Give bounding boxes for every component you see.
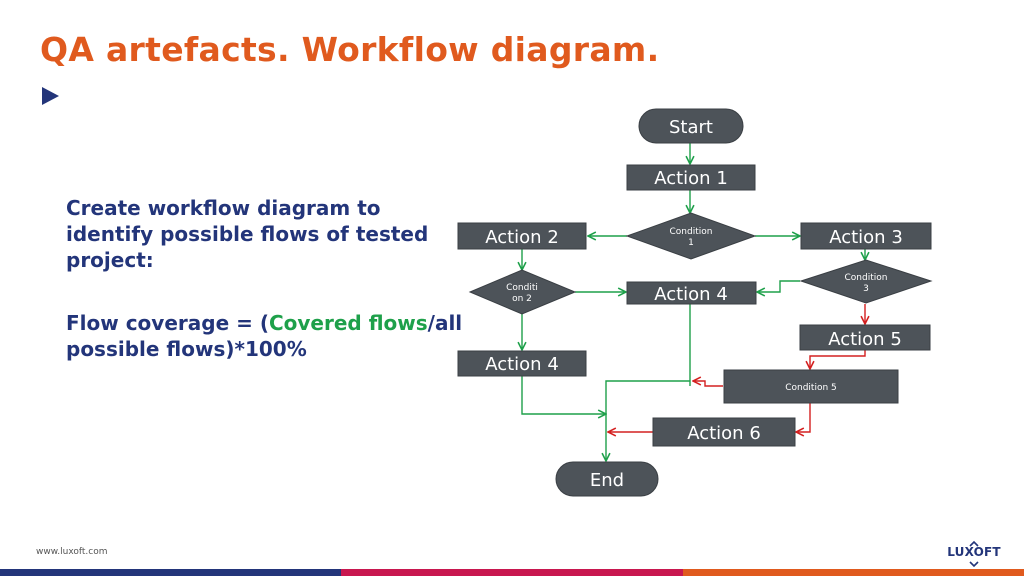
slide-title: QA artefacts. Workflow diagram.: [40, 30, 660, 69]
node-action2: Action 2: [457, 222, 587, 250]
node-action4-middle: Action 4: [626, 281, 757, 305]
coverage-formula: Flow coverage = (Covered flows/all possi…: [66, 310, 466, 362]
svg-text:Condition: Condition: [845, 273, 888, 283]
node-action3: Action 3: [800, 222, 932, 250]
svg-text:Start: Start: [669, 117, 713, 138]
footer-url: www.luxoft.com: [36, 547, 108, 557]
bottom-bar-orange: [682, 569, 1024, 576]
node-action4-left: Action 4: [457, 350, 587, 377]
bottom-color-bar: [0, 569, 1024, 576]
formula-part-3: /all possible flows)*100%: [66, 311, 463, 361]
arrow-action4-left-merge: [521, 376, 606, 414]
formula-part-1: Flow coverage = (: [66, 311, 269, 335]
bottom-bar-blue: [0, 569, 342, 576]
arrow-condition5-action6: [796, 403, 811, 432]
node-end: End: [555, 461, 659, 497]
node-condition3: Condition 3: [799, 259, 933, 304]
svg-text:on 2: on 2: [512, 294, 532, 304]
logo-chevrons-icon: [969, 540, 979, 568]
arrow-merge-end: [606, 380, 690, 461]
red-connectors: [608, 304, 865, 432]
svg-text:Condition 5: Condition 5: [785, 383, 837, 393]
svg-text:3: 3: [863, 284, 869, 294]
bottom-bar-magenta: [341, 569, 683, 576]
svg-text:Action 4: Action 4: [485, 354, 559, 375]
node-condition1: Condition 1: [625, 212, 757, 260]
node-action1: Action 1: [626, 164, 756, 191]
arrow-condition5-merge: [693, 381, 723, 387]
svg-text:End: End: [590, 470, 624, 491]
svg-text:Action 4: Action 4: [654, 284, 728, 305]
arrow-condition3-action4: [757, 280, 800, 292]
svg-text:Action 2: Action 2: [485, 227, 559, 248]
node-action5: Action 5: [799, 324, 931, 351]
svg-text:1: 1: [688, 238, 694, 248]
description-text: Create workflow diagram to identify poss…: [66, 196, 429, 272]
green-connectors: [522, 143, 865, 461]
node-action6: Action 6: [652, 417, 796, 447]
arrow-action5-condition5: [810, 350, 866, 369]
svg-text:Action 3: Action 3: [829, 227, 903, 248]
luxoft-logo: LUXOFT: [944, 540, 1004, 568]
svg-text:Action 1: Action 1: [654, 168, 728, 189]
svg-text:Action 5: Action 5: [828, 329, 902, 350]
svg-text:Condition: Condition: [670, 227, 713, 237]
logo-text: LUXOFT: [947, 545, 1001, 559]
formula-covered-flows: Covered flows: [268, 311, 428, 335]
node-condition5: Condition 5: [723, 369, 899, 404]
bullet-triangle-icon: [42, 87, 59, 105]
svg-text:Action 6: Action 6: [687, 423, 761, 444]
svg-text:Conditi: Conditi: [506, 283, 538, 293]
node-condition2: Conditi on 2: [468, 269, 577, 315]
node-start: Start: [638, 108, 744, 144]
